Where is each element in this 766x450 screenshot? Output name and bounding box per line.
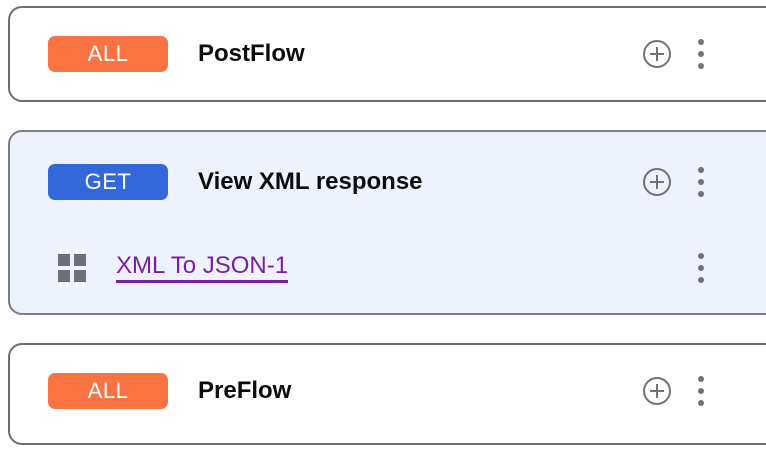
kebab-menu-icon[interactable] [698, 376, 704, 406]
policy-row-actions [698, 232, 704, 304]
grid-square [58, 270, 70, 282]
kebab-dot [698, 277, 704, 283]
kebab-dot [698, 51, 704, 57]
flow-header-row[interactable]: ALL PreFlow [10, 345, 766, 437]
method-badge-get: GET [48, 164, 168, 200]
grid-policy-icon [58, 254, 86, 282]
kebab-dot [698, 179, 704, 185]
flow-row-actions [642, 345, 704, 437]
kebab-dot [698, 191, 704, 197]
kebab-dot [698, 388, 704, 394]
flow-header-row[interactable]: ALL PostFlow [10, 8, 766, 100]
kebab-dot [698, 400, 704, 406]
kebab-menu-icon[interactable] [698, 167, 704, 197]
kebab-dot [698, 265, 704, 271]
kebab-menu-icon[interactable] [698, 253, 704, 283]
plus-circle-icon[interactable] [642, 376, 672, 406]
policy-link-xml-to-json[interactable]: XML To JSON-1 [116, 253, 289, 284]
grid-square [74, 254, 86, 266]
kebab-dot [698, 376, 704, 382]
flow-card-preflow[interactable]: ALL PreFlow [8, 343, 766, 445]
kebab-dot [698, 253, 704, 259]
kebab-dot [698, 63, 704, 69]
method-badge-all: ALL [48, 373, 168, 409]
flow-header-row[interactable]: GET View XML response [10, 132, 766, 232]
flow-title: PostFlow [198, 40, 305, 67]
grid-square [74, 270, 86, 282]
grid-square [58, 254, 70, 266]
plus-circle-icon[interactable] [642, 167, 672, 197]
flow-card-postflow[interactable]: ALL PostFlow [8, 6, 766, 102]
flow-title: View XML response [198, 168, 423, 195]
flow-row-actions [642, 132, 704, 232]
flow-card-view-xml-response[interactable]: GET View XML response [8, 130, 766, 315]
flow-row-actions [642, 8, 704, 100]
plus-circle-icon[interactable] [642, 39, 672, 69]
kebab-dot [698, 167, 704, 173]
policy-row[interactable]: XML To JSON-1 [10, 232, 766, 304]
flow-title: PreFlow [198, 377, 292, 404]
method-badge-all: ALL [48, 36, 168, 72]
kebab-dot [698, 39, 704, 45]
kebab-menu-icon[interactable] [698, 39, 704, 69]
